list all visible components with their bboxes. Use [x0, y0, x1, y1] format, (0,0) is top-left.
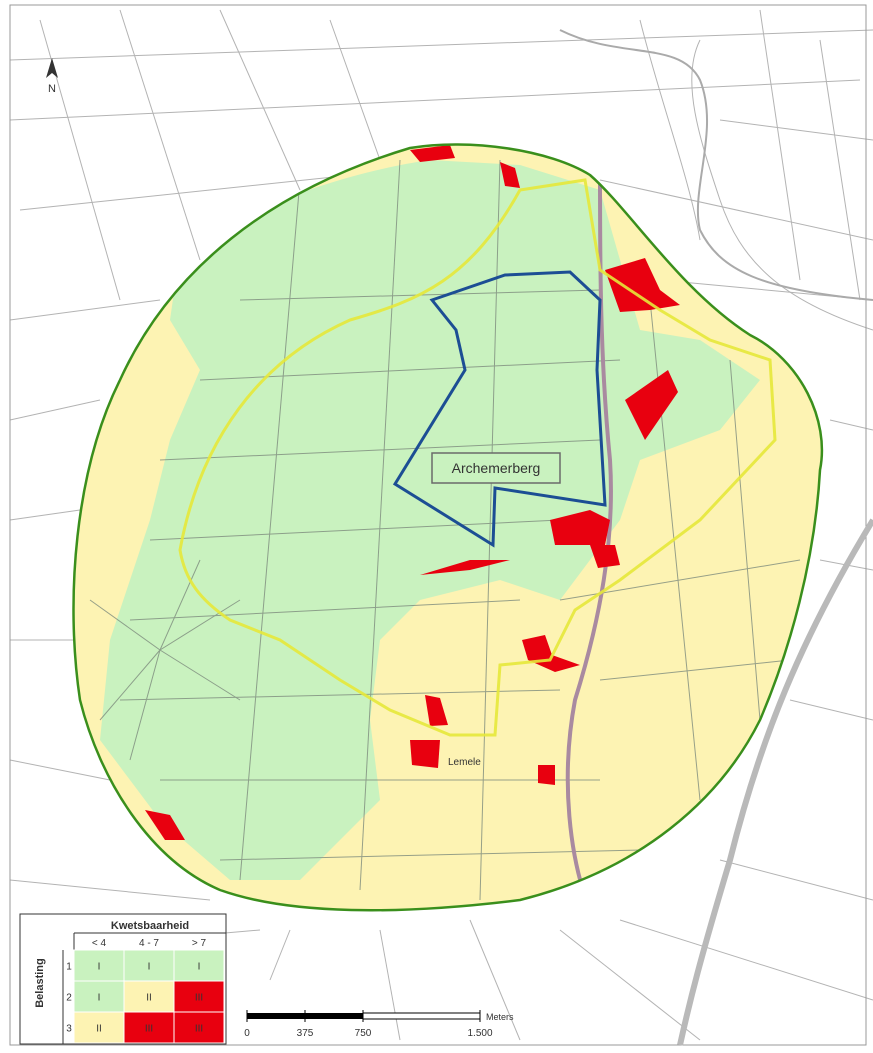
legend-column-label: > 7	[192, 938, 207, 949]
zone-low	[100, 160, 760, 880]
area-label-box: Archemerberg	[431, 452, 561, 484]
legend-cell-value: II	[146, 993, 152, 1004]
north-arrow: N	[46, 58, 58, 95]
legend-cell-value: III	[145, 1024, 153, 1035]
legend-row-label: 3	[66, 1024, 72, 1035]
legend-cell	[123, 1011, 175, 1044]
legend-row-label: 1	[66, 962, 72, 973]
legend-cell	[173, 980, 225, 1013]
north-label: N	[48, 83, 56, 95]
legend-cell-value: II	[96, 1024, 102, 1035]
legend-cell-value: I	[198, 962, 201, 973]
legend-column-header: Kwetsbaarheid	[111, 920, 189, 932]
legend-cell-value: I	[98, 993, 101, 1004]
legend-cell-value: III	[195, 993, 203, 1004]
legend-row-label: 2	[66, 993, 72, 1004]
place-label: Lemele	[448, 757, 481, 768]
area-label: Archemerberg	[452, 460, 541, 476]
legend-cell	[73, 980, 125, 1013]
scale-tick-label: 1.500	[467, 1028, 492, 1039]
scale-tick-label: 750	[355, 1028, 372, 1039]
scale-unit: Meters	[486, 1012, 514, 1022]
legend-column-label: < 4	[92, 938, 107, 949]
legend-row-header: Belasting	[34, 958, 46, 1008]
legend-cell-value: I	[148, 962, 151, 973]
legend-column-label: 4 - 7	[139, 938, 159, 949]
yellow-route	[178, 178, 777, 737]
scale-tick-label: 0	[244, 1028, 250, 1039]
scale-bar: 0 375 750 1.500 Meters	[244, 1010, 514, 1039]
legend-cell	[173, 1011, 225, 1044]
railway-line	[677, 518, 873, 1046]
legend-cell-value: I	[98, 962, 101, 973]
legend-cell	[73, 949, 125, 982]
legend-cell-value: III	[195, 1024, 203, 1035]
river-line	[559, 29, 873, 301]
scale-tick-label: 375	[297, 1028, 314, 1039]
inner-boundary	[392, 270, 607, 548]
outer-boundary	[72, 143, 824, 912]
legend-cell	[73, 1011, 125, 1044]
